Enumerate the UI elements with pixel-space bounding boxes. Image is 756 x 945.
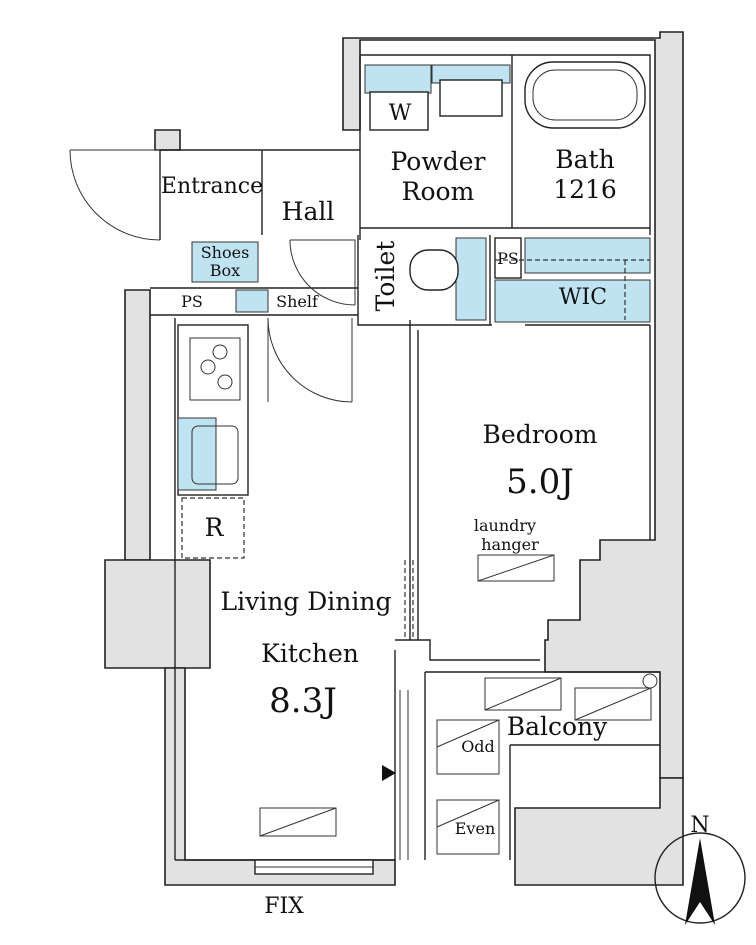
interior-walls bbox=[150, 54, 660, 861]
even-unit: Even bbox=[436, 799, 500, 855]
fix-window bbox=[254, 859, 374, 875]
hall-door[interactable] bbox=[289, 239, 356, 306]
refrigerator-label: R bbox=[205, 513, 225, 542]
bedroom-size: 5.0J bbox=[506, 462, 574, 502]
powder-room-label-2: Room bbox=[402, 177, 475, 206]
ldk-ac-unit bbox=[259, 807, 337, 837]
refrigerator: R bbox=[181, 497, 245, 559]
entrance-door[interactable] bbox=[69, 149, 161, 241]
washer: W bbox=[364, 64, 432, 131]
shoes-box-label-2: Box bbox=[210, 261, 240, 280]
toilet-label: Toilet bbox=[371, 241, 400, 312]
toilet-fixture bbox=[409, 237, 487, 321]
odd-label: Odd bbox=[461, 737, 495, 756]
entry-arrow-icon bbox=[382, 765, 396, 781]
ldk-label-2: Kitchen bbox=[261, 639, 359, 668]
even-label: Even bbox=[455, 819, 496, 838]
shelf-label: Shelf bbox=[276, 292, 319, 311]
laundry-hanger-label-1: laundry bbox=[474, 516, 536, 535]
laundry-hanger-label-2: hanger bbox=[481, 535, 539, 554]
shoes-box-label-1: Shoes bbox=[201, 243, 250, 262]
balcony-label: Balcony bbox=[507, 712, 608, 741]
outer-walls bbox=[104, 31, 684, 886]
wic-label: WIC bbox=[559, 285, 607, 310]
ldk-size: 8.3J bbox=[269, 681, 337, 721]
compass: N bbox=[654, 813, 746, 925]
washer-label: W bbox=[389, 101, 412, 126]
ps-upper-label: PS bbox=[497, 249, 519, 268]
bedroom-label: Bedroom bbox=[483, 420, 598, 449]
north-arrow-icon bbox=[685, 838, 715, 925]
ldk-label-1: Living Dining bbox=[220, 587, 391, 616]
ldk-door[interactable] bbox=[267, 317, 353, 403]
powder-room-label-1: Powder bbox=[390, 147, 485, 176]
balcony-ac-units bbox=[484, 673, 658, 721]
north-label: N bbox=[690, 813, 709, 838]
odd-unit: Odd bbox=[436, 719, 500, 775]
sliding-door-balcony[interactable] bbox=[399, 690, 409, 860]
entrance-label: Entrance bbox=[161, 174, 263, 199]
kitchen-counter bbox=[177, 324, 249, 496]
bathtub bbox=[524, 61, 646, 129]
bath-label-1: Bath bbox=[555, 145, 614, 174]
hall-label: Hall bbox=[282, 197, 335, 226]
ps-lower-label: PS bbox=[181, 292, 203, 311]
sliding-door-bedroom[interactable] bbox=[404, 560, 414, 640]
wic-area: PS bbox=[494, 237, 651, 323]
bath-label-2: 1216 bbox=[553, 175, 617, 204]
laundry-hanger: laundry hanger bbox=[474, 516, 555, 582]
shelf: Shelf bbox=[235, 289, 319, 313]
fix-label: FIX bbox=[264, 894, 304, 919]
shoes-box: Shoes Box bbox=[191, 241, 259, 283]
vanity-sink bbox=[431, 64, 511, 117]
